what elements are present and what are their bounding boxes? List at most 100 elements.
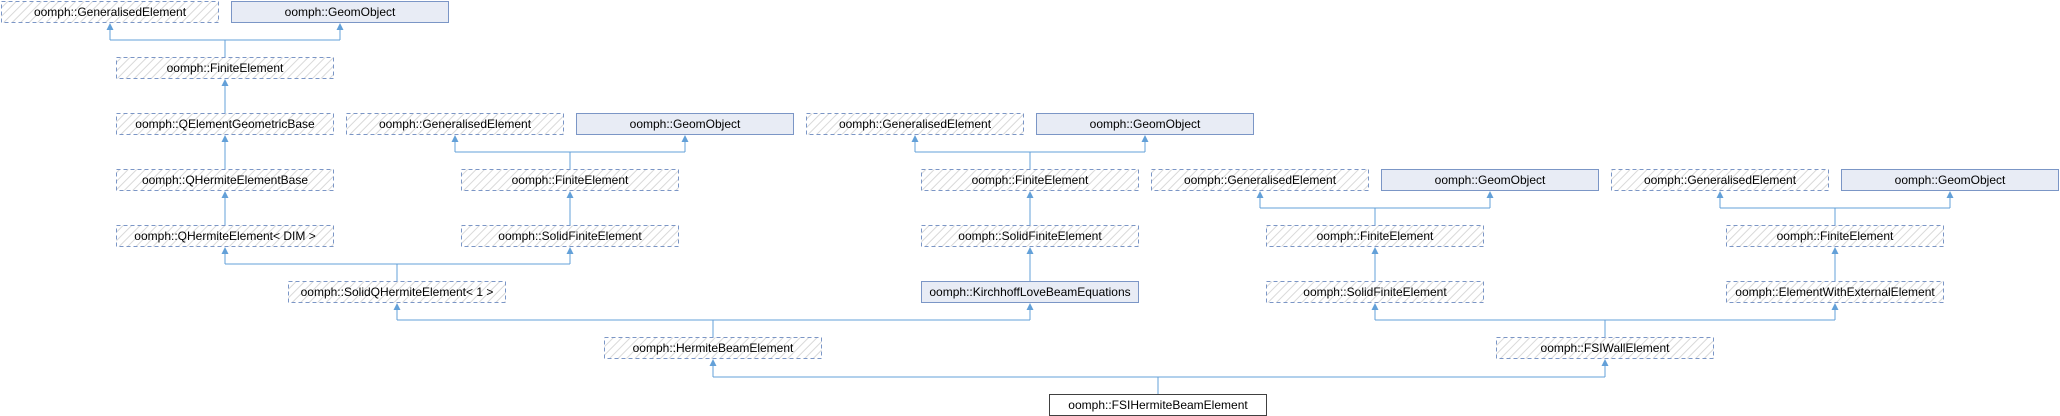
edges-layer [106,23,1954,394]
inheritance-arrow-icon [1371,247,1379,254]
class-node-box [1,1,219,23]
edge-n20 [221,247,574,281]
class-node-label: oomph::GeomObject [1895,173,2006,187]
class-node-label: oomph::QHermiteElementBase [142,173,308,187]
inheritance-arrow-icon [1486,191,1494,198]
class-node-box [461,169,679,191]
class-node-solidqhermiteelement-1[interactable]: oomph::SolidQHermiteElement< 1 > [288,281,506,303]
class-node-box [1611,169,1829,191]
class-node-box [116,57,334,79]
inheritance-arrow-icon [566,191,574,198]
inheritance-arrow-icon [681,135,689,142]
class-node-geomobject[interactable]: oomph::GeomObject [231,1,449,23]
inheritance-arrow-icon [1946,191,1954,198]
inheritance-arrow-icon [1601,359,1609,366]
class-node-box [604,337,822,359]
inheritance-arrow-icon [221,191,229,198]
class-node-finiteelement[interactable]: oomph::FiniteElement [116,57,334,79]
edge-n19 [1716,191,1954,225]
class-node-generalisedelement[interactable]: oomph::GeneralisedElement [806,113,1024,135]
class-node-solidfiniteelement[interactable]: oomph::SolidFiniteElement [1266,281,1484,303]
edge-n9 [451,135,689,169]
class-node-box [576,113,794,135]
inheritance-arrow-icon [1716,191,1724,198]
class-node-kirchhofflovebeamequations[interactable]: oomph::KirchhoffLoveBeamEquations [921,281,1139,303]
class-node-label: oomph::GeomObject [1090,117,1201,131]
class-node-box [231,1,449,23]
class-node-box [116,169,334,191]
class-node-generalisedelement[interactable]: oomph::GeneralisedElement [346,113,564,135]
class-node-box [1381,169,1599,191]
class-node-label: oomph::SolidFiniteElement [498,229,642,243]
class-node-geomobject[interactable]: oomph::GeomObject [576,113,794,135]
class-node-label: oomph::GeneralisedElement [379,117,532,131]
inheritance-arrow-icon [393,303,401,310]
inheritance-arrow-icon [1831,303,1839,310]
class-node-qhermiteelement-dim[interactable]: oomph::QHermiteElement< DIM > [116,225,334,247]
class-node-geomobject[interactable]: oomph::GeomObject [1036,113,1254,135]
edge-n22 [1371,247,1379,281]
class-node-label: oomph::GeneralisedElement [34,5,187,19]
class-node-fsihermitebeamelement[interactable]: oomph::FSIHermiteBeamElement [1049,394,1267,416]
class-node-label: oomph::FiniteElement [1777,229,1894,243]
edge-n25 [1371,303,1839,337]
class-node-elementwithexternalelement[interactable]: oomph::ElementWithExternalElement [1726,281,1944,303]
edge-n2 [106,23,344,57]
edge-n8 [221,135,229,169]
edge-n17 [1026,191,1034,225]
class-node-label: oomph::FSIHermiteBeamElement [1068,398,1248,412]
inheritance-arrow-icon [221,247,229,254]
class-node-qhermiteelementbase[interactable]: oomph::QHermiteElementBase [116,169,334,191]
class-node-finiteelement[interactable]: oomph::FiniteElement [1266,225,1484,247]
class-node-label: oomph::GeneralisedElement [839,117,992,131]
class-node-box [921,225,1139,247]
class-node-hermitebeamelement[interactable]: oomph::HermiteBeamElement [604,337,822,359]
class-node-generalisedelement[interactable]: oomph::GeneralisedElement [1151,169,1369,191]
class-node-box [1266,225,1484,247]
class-node-box [1496,337,1714,359]
class-node-box [461,225,679,247]
edge-n15 [221,191,229,225]
class-node-fsiwallelement[interactable]: oomph::FSIWallElement [1496,337,1714,359]
class-node-box [1036,113,1254,135]
class-node-generalisedelement[interactable]: oomph::GeneralisedElement [1,1,219,23]
class-node-label: oomph::GeneralisedElement [1644,173,1797,187]
inheritance-arrow-icon [1371,303,1379,310]
inheritance-arrow-icon [709,359,717,366]
class-node-generalisedelement[interactable]: oomph::GeneralisedElement [1611,169,1829,191]
class-node-label: oomph::GeomObject [285,5,396,19]
inheritance-arrow-icon [1141,135,1149,142]
class-node-box [1726,281,1944,303]
edge-n24 [393,303,1034,337]
class-node-solidfiniteelement[interactable]: oomph::SolidFiniteElement [461,225,679,247]
class-node-geomobject[interactable]: oomph::GeomObject [1841,169,2059,191]
class-node-qelementgeometricbase[interactable]: oomph::QElementGeometricBase [116,113,334,135]
class-node-box [806,113,1024,135]
inheritance-arrow-icon [566,247,574,254]
class-node-solidfiniteelement[interactable]: oomph::SolidFiniteElement [921,225,1139,247]
class-node-box [1151,169,1369,191]
class-node-box [116,225,334,247]
inheritance-arrow-icon [1256,191,1264,198]
edge-n26 [709,359,1609,394]
edge-n21 [1026,247,1034,281]
class-node-finiteelement[interactable]: oomph::FiniteElement [1726,225,1944,247]
edge-n3 [221,79,229,113]
class-node-box [288,281,506,303]
class-node-box [116,113,334,135]
class-node-finiteelement[interactable]: oomph::FiniteElement [461,169,679,191]
inheritance-arrow-icon [1831,247,1839,254]
class-node-finiteelement[interactable]: oomph::FiniteElement [921,169,1139,191]
class-node-label: oomph::FiniteElement [1317,229,1434,243]
class-node-box [921,169,1139,191]
inheritance-arrow-icon [911,135,919,142]
class-node-label: oomph::FSIWallElement [1541,341,1671,355]
inheritance-arrow-icon [106,23,114,30]
inheritance-arrow-icon [336,23,344,30]
inheritance-arrow-icon [451,135,459,142]
edge-n18 [1256,191,1494,225]
class-node-label: oomph::GeomObject [630,117,741,131]
class-node-label: oomph::GeomObject [1435,173,1546,187]
class-node-geomobject[interactable]: oomph::GeomObject [1381,169,1599,191]
